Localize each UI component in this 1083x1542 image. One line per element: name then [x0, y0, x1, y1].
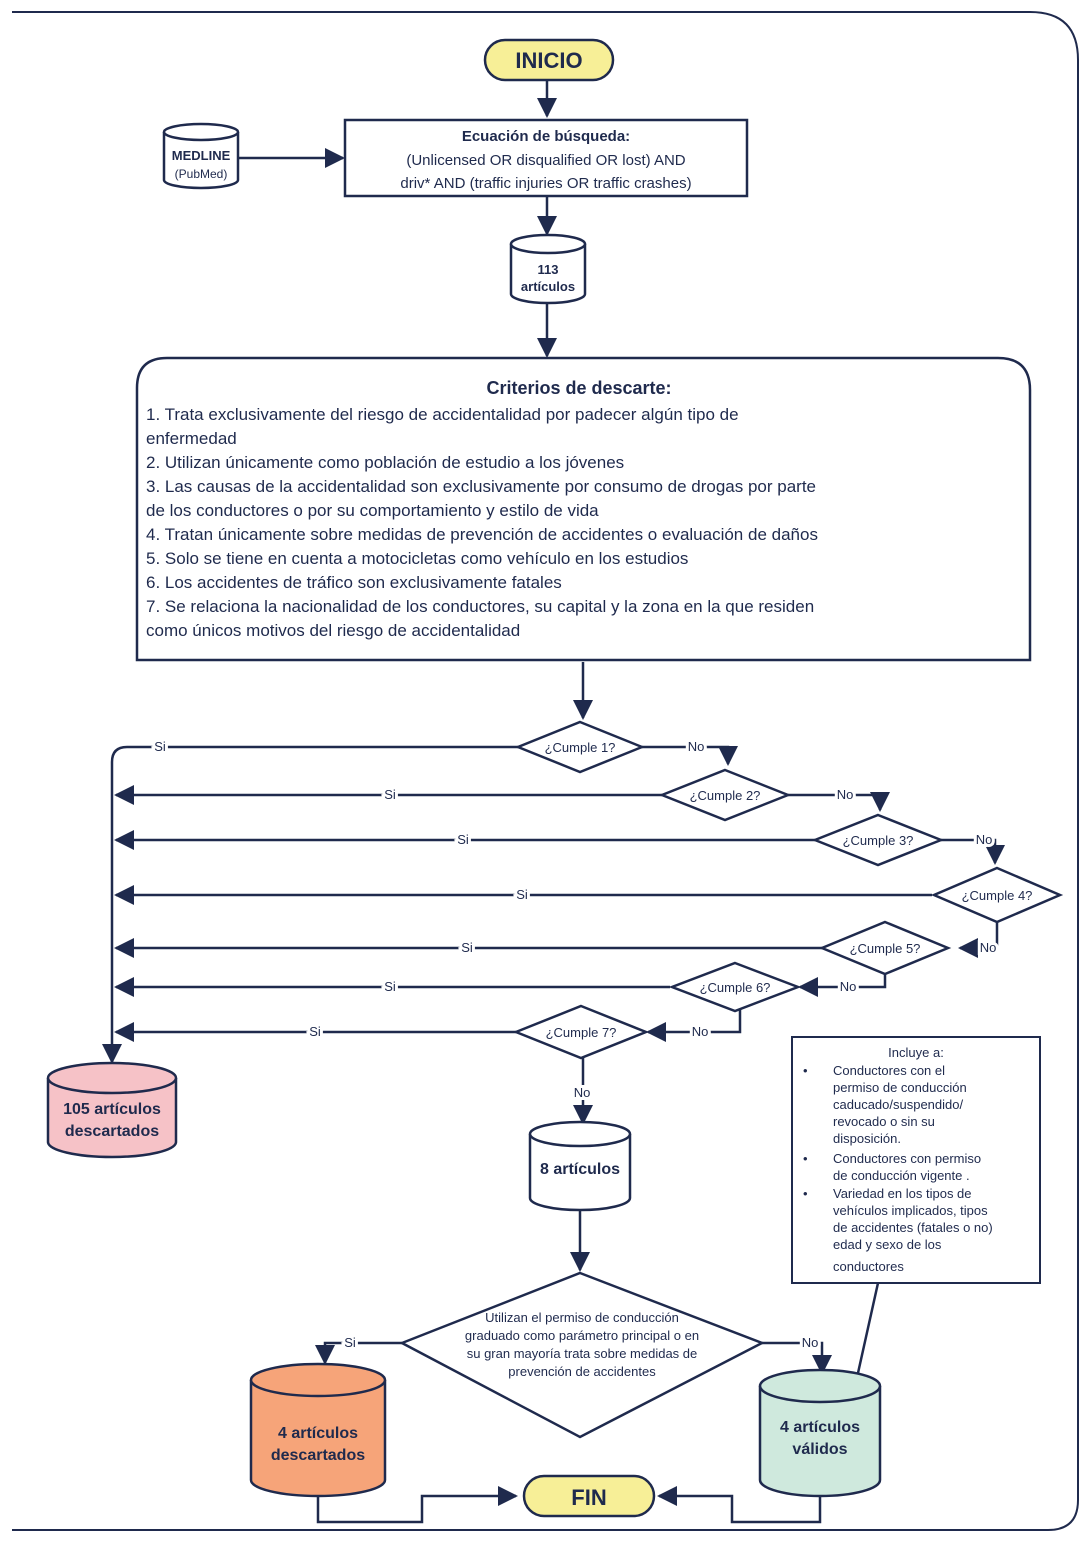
end-terminal: FIN	[522, 1474, 656, 1518]
decision-5: ¿Cumple 5?	[818, 920, 952, 976]
discarded-line2: descartados	[65, 1123, 159, 1140]
criteria-line: 3. Las causas de la accidentalidad son e…	[146, 477, 816, 496]
final-decision: Utilizan el permiso de conducción gradua…	[399, 1271, 766, 1439]
includes-line: revocado o sin su	[833, 1114, 935, 1129]
includes-line: de conducción vigente .	[833, 1168, 970, 1183]
criteria-line: como únicos motivos del riesgo de accide…	[146, 621, 520, 640]
valid-line1: 4 artículos	[780, 1419, 860, 1436]
page-frame	[12, 11, 1079, 1531]
discarded-final-database	[249, 1362, 387, 1498]
search-title: Ecuación de búsqueda:	[462, 128, 630, 145]
decision-7-no-label: No	[574, 1085, 591, 1100]
includes-line: Conductores con permiso	[833, 1151, 981, 1166]
discarded-final-line1: 4 artículos	[278, 1425, 358, 1442]
valid-database	[758, 1368, 882, 1498]
final-decision-line: su gran mayoría trata sobre medidas de	[467, 1346, 698, 1361]
source-database	[162, 122, 240, 190]
criteria-box: Criterios de descarte: 1. Trata exclusiv…	[135, 356, 1032, 662]
start-label: INICIO	[515, 48, 582, 73]
search-line1: (Unlicensed OR disqualified OR lost) AND	[406, 152, 685, 169]
decision-7: ¿Cumple 7?	[512, 1004, 650, 1060]
decision-4-no-label: No	[980, 940, 997, 955]
criteria-line: 2. Utilizan únicamente como población de…	[146, 453, 624, 472]
criteria-line: 7. Se relaciona la nacionalidad de los c…	[146, 597, 814, 616]
criteria-line: 4. Tratan únicamente sobre medidas de pr…	[146, 525, 818, 544]
decision-6-label: ¿Cumple 6?	[700, 980, 771, 995]
decision-3-no-label: No	[976, 832, 993, 847]
remaining-database	[528, 1120, 632, 1212]
end-label: FIN	[571, 1485, 606, 1510]
final-decision-no-label: No	[802, 1335, 819, 1350]
bullet-icon: •	[803, 1151, 808, 1166]
decision-5-no-label: No	[840, 979, 857, 994]
includes-line: Conductores con el	[833, 1063, 945, 1078]
remaining-count: 8 artículos	[540, 1161, 620, 1178]
criteria-line: 6. Los accidentes de tráfico son exclusi…	[146, 573, 562, 592]
decision-3: ¿Cumple 3?	[811, 813, 945, 867]
decision-4: ¿Cumple 4?	[930, 866, 1064, 924]
decision-1-yes-label: Si	[154, 739, 166, 754]
includes-line: de accidentes (fatales o no)	[833, 1220, 993, 1235]
bullet-icon: •	[803, 1063, 808, 1078]
decision-1-label: ¿Cumple 1?	[545, 740, 616, 755]
decision-2-no-label: No	[837, 787, 854, 802]
initial-count-number: 113	[538, 262, 559, 277]
criteria-title: Criterios de descarte:	[486, 378, 671, 398]
final-decision-yes-label: Si	[344, 1335, 356, 1350]
includes-line: disposición.	[833, 1131, 901, 1146]
decision-4-label: ¿Cumple 4?	[962, 888, 1033, 903]
includes-note: Incluye a: • Conductores con el permiso …	[791, 1036, 1041, 1284]
start-terminal: INICIO	[483, 38, 615, 82]
criteria-line: enfermedad	[146, 429, 237, 448]
includes-title: Incluye a:	[888, 1045, 944, 1060]
decision-1: ¿Cumple 1?	[514, 720, 646, 774]
decision-2-yes-label: Si	[384, 787, 396, 802]
decision-5-label: ¿Cumple 5?	[850, 941, 921, 956]
criteria-line: 1. Trata exclusivamente del riesgo de ac…	[146, 405, 739, 424]
valid-line2: válidos	[792, 1441, 847, 1458]
decision-3-yes-label: Si	[457, 832, 469, 847]
discarded-line1: 105 artículos	[63, 1101, 161, 1118]
source-line2: (PubMed)	[175, 167, 228, 181]
decision-5-yes-label: Si	[461, 940, 473, 955]
source-line1: MEDLINE	[172, 148, 231, 163]
discarded-database	[46, 1061, 178, 1159]
includes-line: caducado/suspendido/	[833, 1097, 963, 1112]
decision-6: ¿Cumple 6?	[668, 961, 802, 1013]
bullet-icon: •	[803, 1186, 808, 1201]
decision-6-no-label: No	[692, 1024, 709, 1039]
final-decision-line: graduado como parámetro principal o en	[465, 1328, 699, 1343]
decision-7-label: ¿Cumple 7?	[546, 1025, 617, 1040]
final-decision-line: Utilizan el permiso de conducción	[485, 1310, 679, 1325]
decision-6-yes-label: Si	[384, 979, 396, 994]
decision-7-yes-label: Si	[309, 1024, 321, 1039]
decision-2: ¿Cumple 2?	[658, 768, 792, 822]
initial-count-database	[509, 233, 587, 305]
search-box: Ecuación de búsqueda: (Unlicensed OR dis…	[343, 118, 749, 198]
initial-count-unit: artículos	[521, 279, 575, 294]
includes-line: conductores	[833, 1259, 904, 1274]
criteria-line: de los conductores o por su comportamien…	[146, 501, 599, 520]
decision-4-yes-label: Si	[516, 887, 528, 902]
includes-line: edad y sexo de los	[833, 1237, 942, 1252]
includes-line: vehículos implicados, tipos	[833, 1203, 988, 1218]
decision-2-label: ¿Cumple 2?	[690, 788, 761, 803]
decision-1-no-label: No	[688, 739, 705, 754]
search-line2: driv* AND (traffic injuries OR traffic c…	[400, 175, 691, 192]
connectors	[102, 80, 1005, 1524]
discarded-final-line2: descartados	[271, 1447, 365, 1464]
final-decision-line: prevención de accidentes	[508, 1364, 656, 1379]
includes-line: Variedad en los tipos de	[833, 1186, 972, 1201]
decision-3-label: ¿Cumple 3?	[843, 833, 914, 848]
includes-line: permiso de conducción	[833, 1080, 967, 1095]
criteria-line: 5. Solo se tiene en cuenta a motocicleta…	[146, 549, 688, 568]
